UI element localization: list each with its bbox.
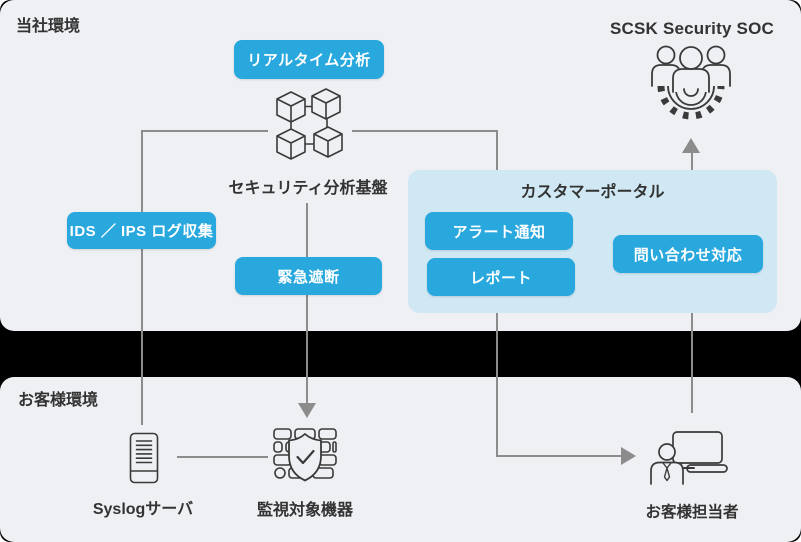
- connector-block-to-device: [306, 203, 308, 404]
- inquiry-support-badge: 問い合わせ対応: [613, 235, 763, 273]
- connector-syslog-to-device: [177, 456, 268, 458]
- cube-network-icon: [268, 88, 348, 164]
- platform-label: セキュリティ分析基盤: [228, 180, 388, 197]
- company-environment-label: 当社環境: [16, 18, 81, 35]
- monitored-device-label: 監視対象機器: [256, 502, 353, 519]
- firewall-shield-check-icon: [272, 428, 338, 485]
- connector-platform-left: [142, 130, 268, 132]
- syslog-server-label: Syslogサーバ: [92, 501, 194, 518]
- connector-platform-right: [352, 130, 498, 132]
- arrow-right-to-person: [621, 447, 636, 465]
- alert-notification-badge: アラート通知: [425, 212, 573, 250]
- server-icon: [129, 432, 159, 484]
- connector-ids-to-syslog: [141, 130, 143, 425]
- soc-title: SCSK Security SOC: [609, 19, 774, 38]
- person-laptop-icon: [648, 430, 730, 486]
- arrow-down-to-device: [298, 403, 316, 418]
- emergency-block-badge: 緊急遮断: [235, 257, 382, 295]
- customer-portal-title: カスタマーポータル: [520, 184, 665, 201]
- arrow-up-to-soc: [682, 138, 700, 153]
- realtime-analysis-badge: リアルタイム分析: [234, 40, 384, 79]
- customer-environment-label: お客様環境: [18, 392, 99, 409]
- customer-person-label: お客様担当者: [645, 504, 739, 521]
- team-gear-icon: [645, 44, 737, 130]
- report-badge: レポート: [427, 258, 575, 296]
- ids-ips-log-badge: IDS ／ IPS ログ収集: [67, 212, 216, 249]
- connector-portal-to-person: [496, 455, 621, 457]
